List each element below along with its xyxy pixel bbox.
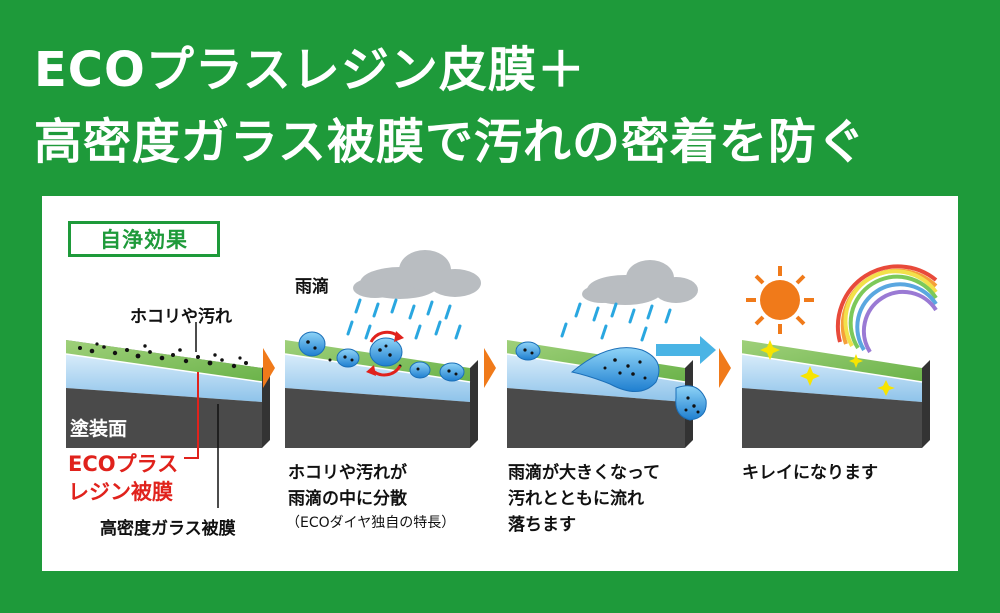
rain-cloud-icon [353,250,481,299]
step-3-line-1: 雨滴が大きくなって [508,463,661,483]
self-cleaning-badge: 自浄効果 [68,221,220,257]
water-droplets-with-dust [298,330,465,382]
rain-streaks-icon [346,298,462,340]
step-4-line-1: キレイになります [742,463,878,483]
step-2-note: （ECOダイヤ独自の特長） [286,515,456,531]
paint-surface-label: 塗装面 [70,418,128,440]
dust-label: ホコリや汚れ [130,307,232,327]
glass-coating-label: 高密度ガラス被膜 [100,519,236,539]
rain-streaks-icon [560,302,672,342]
step-3-line-3: 落ちます [508,515,576,535]
step-arrow-2 [484,348,496,388]
rain-cloud-icon [582,260,698,305]
rainbow-icon [836,264,938,354]
sun-icon [746,266,814,334]
flowing-water-drop [515,336,716,421]
eco-resin-label-line-2: レジン被膜 [68,480,173,504]
resin-leader-line [184,372,199,459]
step-2-line-1: ホコリや汚れが [288,463,407,483]
raindrop-label: 雨滴 [295,277,329,297]
dust-particles [78,342,248,369]
layer-block-4 [741,340,930,448]
step-3-line-2: 汚れとともに流れ [508,489,644,509]
step-arrow-1 [263,348,275,388]
eco-resin-label-line-1: ECOプラス [68,452,179,476]
headline-line-1: ECOプラスレジン皮膜＋ [34,42,586,98]
headline-line-2: 高密度ガラス被膜で汚れの密着を防ぐ [34,114,867,170]
step-2-line-2: 雨滴の中に分散 [288,489,407,509]
step-arrow-3 [719,348,731,388]
layer-block-1 [65,340,270,448]
sparkle-icons [760,340,895,396]
